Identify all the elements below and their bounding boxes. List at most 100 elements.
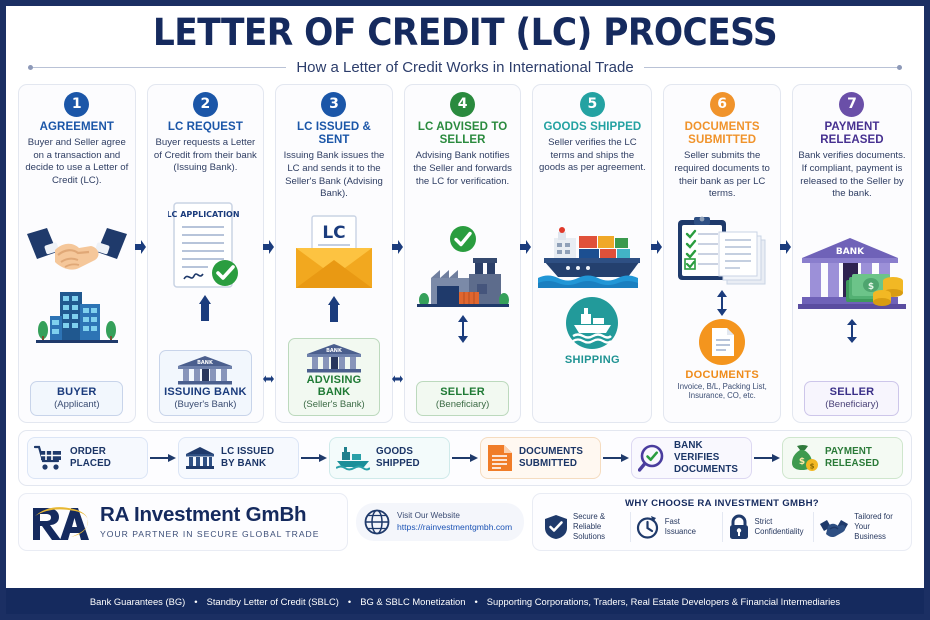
entity-name: SHIPPING: [564, 354, 620, 367]
header: LETTER OF CREDIT (LC) PROCESS How a Lett…: [6, 6, 924, 78]
money-bag-icon: $ $: [789, 444, 819, 472]
entity-name: BUYER: [57, 385, 97, 398]
timeline-label-line2: PLACED: [70, 457, 111, 469]
flow-arrow-6-to-7: [779, 239, 791, 254]
lock-icon: [728, 514, 750, 540]
why-label-line1: Fast: [664, 517, 680, 527]
brand-tagline: YOUR PARTNER IN SECURE GLOBAL TRADE: [100, 529, 320, 540]
timeline-label-line2: BY BANK: [221, 457, 267, 469]
footer-separator-3: •: [474, 595, 478, 607]
footer-item-4: Supporting Corporations, Traders, Real E…: [486, 595, 841, 607]
timeline-item-bank-verifies[interactable]: BANK VERIFIES DOCUMENTS: [631, 436, 752, 479]
step-card-6[interactable]: 6 DOCUMENTS SUBMITTED Seller submits the…: [663, 83, 791, 423]
step-number-badge-1: 1: [64, 91, 90, 117]
step-description-4: Advising Bank notifies the Seller and fo…: [413, 150, 512, 187]
entity-sub: (Seller's Bank): [303, 398, 365, 410]
step-card-3[interactable]: 3 LC ISSUED & SENT Issuing Bank issues t…: [275, 83, 403, 423]
timeline-item-goods-shipped[interactable]: GOODS SHIPPED: [329, 436, 450, 479]
entity-seller-4: SELLER (Beneficiary): [416, 380, 510, 416]
entity-name: SELLER: [440, 385, 485, 398]
timeline-item-lc-issued[interactable]: LC ISSUED BY BANK: [178, 436, 299, 479]
step-number-badge-3: 3: [321, 91, 347, 117]
step-card-1[interactable]: 1 AGREEMENT Buyer and Seller agree on a …: [18, 83, 146, 423]
step-title-6: DOCUMENTS SUBMITTED: [684, 120, 760, 147]
step-art-2: LC APPLICATION: [153, 175, 259, 350]
step-art-7: BANK $: [797, 201, 906, 381]
svg-text:$: $: [868, 282, 874, 292]
timeline-label-line1: DOCUMENTS: [519, 446, 584, 458]
why-label-line2: Reliable: [573, 522, 602, 532]
timeline-label-line2: SUBMITTED: [519, 457, 578, 469]
why-item-label: Fast Issuance: [665, 517, 696, 536]
step-number-badge-2: 2: [192, 91, 218, 117]
timeline-label-line2: SHIPPED: [376, 457, 420, 469]
website-label: Visit Our Website: [397, 511, 460, 521]
step-art-5: SHIPPING: [538, 175, 646, 416]
bidirectional-arrow-vertical-4: [457, 315, 469, 344]
timeline-arrow-2: [299, 453, 329, 463]
step-art-3: LC: [281, 201, 387, 338]
timeline-label: PAYMENT RELEASED: [825, 446, 879, 470]
entity-sub: Invoice, B/L, Packing List, Insurance, C…: [677, 381, 767, 401]
timeline-item-order-placed[interactable]: ORDER PLACED: [27, 436, 148, 479]
entity-name: ADVISING BANK: [306, 373, 362, 398]
timeline-label-line1: PAYMENT: [825, 446, 872, 458]
entity-seller-7: SELLER (Beneficiary): [804, 380, 900, 416]
flow-arrow-5-to-6: [651, 239, 663, 254]
timeline-label-line1: ORDER: [70, 446, 106, 458]
footer-separator-1: •: [194, 595, 198, 607]
page-subtitle: How a Letter of Credit Works in Internat…: [296, 58, 634, 76]
why-label-line2: Issuance: [664, 526, 696, 536]
step-number-badge-4: 4: [450, 91, 476, 117]
why-label-line1: Strict: [754, 517, 773, 527]
step-card-2[interactable]: 2 LC REQUEST Buyer requests a Letter of …: [146, 83, 275, 423]
step-description-5: Seller verifies the LC terms and ships t…: [539, 137, 646, 174]
step-card-5[interactable]: 5 GOODS SHIPPED Seller verifies the LC t…: [532, 83, 663, 423]
step-title-4: LC ADVISED TO SELLER: [417, 120, 508, 147]
timeline-arrow-4: [601, 453, 631, 463]
clipboard-checklist-icon: [674, 216, 770, 288]
why-label-line1: Secure &: [573, 512, 606, 522]
svg-text:$: $: [810, 462, 815, 470]
flow-arrow-up-2: [199, 295, 212, 322]
step-card-7[interactable]: 7 PAYMENT RELEASED Bank verifies documen…: [791, 83, 912, 423]
shield-check-icon: [544, 514, 568, 540]
timeline-item-documents-submitted[interactable]: DOCUMENTS SUBMITTED: [480, 436, 601, 479]
brand-name: RA Investment GmBh: [100, 502, 307, 526]
entity-advising-bank: BANK ADVISING BANK (Seller's Bank): [287, 337, 381, 416]
bank-icon: [185, 445, 215, 471]
step-description-6: Seller submits the required documents to…: [674, 150, 770, 200]
timeline-label-line1: GOODS: [376, 446, 413, 458]
step-art-1: [24, 188, 130, 381]
why-label-line1: Tailored for: [854, 512, 893, 522]
step-title-7: PAYMENT RELEASED: [820, 120, 884, 147]
timeline-label-line2: DOCUMENTS: [674, 463, 739, 475]
footer-item-3: BG & SBLC Monetization: [360, 595, 466, 607]
brand-card: RA Investment GmBh YOUR PARTNER IN SECUR…: [18, 492, 348, 551]
timeline-item-payment-released[interactable]: $ $ PAYMENT RELEASED: [782, 436, 903, 479]
container-ship-icon: [538, 224, 646, 289]
website-chip[interactable]: Visit Our Website https://rainvestmentgm…: [356, 502, 524, 541]
bank-label: BANK: [836, 247, 865, 257]
entity-name: DOCUMENTS: [685, 368, 759, 381]
step-number-badge-6: 6: [709, 91, 735, 117]
step-description-2: Buyer requests a Letter of Credit from t…: [153, 137, 257, 174]
svg-text:$: $: [799, 457, 805, 467]
website-url[interactable]: https://rainvestmentgmbh.com: [397, 521, 513, 532]
step-title-2: LC REQUEST: [167, 120, 243, 133]
timeline-label-line2: RELEASED: [825, 457, 880, 469]
footer-item-1: Bank Guarantees (BG): [89, 595, 186, 607]
clock-icon: [636, 514, 660, 540]
entity-sub: (Buyer's Bank): [174, 398, 237, 410]
why-item-label: Tailored for Your Business: [854, 512, 900, 541]
step-card-4[interactable]: 4 LC ADVISED TO SELLER Advising Bank not…: [403, 83, 532, 423]
bidirectional-arrow-vertical-7: [846, 318, 858, 344]
entity-buyer: BUYER (Applicant): [30, 380, 124, 416]
handshake-icon: [25, 222, 129, 276]
entity-issuing-bank: BANK ISSUING BANK (Buyer's Bank): [158, 349, 252, 416]
flow-arrow-4-to-5: [520, 239, 532, 254]
step-title-5: GOODS SHIPPED: [543, 120, 642, 133]
process-steps-row: 1 AGREEMENT Buyer and Seller agree on a …: [6, 78, 924, 423]
handshake-icon: [819, 516, 849, 538]
